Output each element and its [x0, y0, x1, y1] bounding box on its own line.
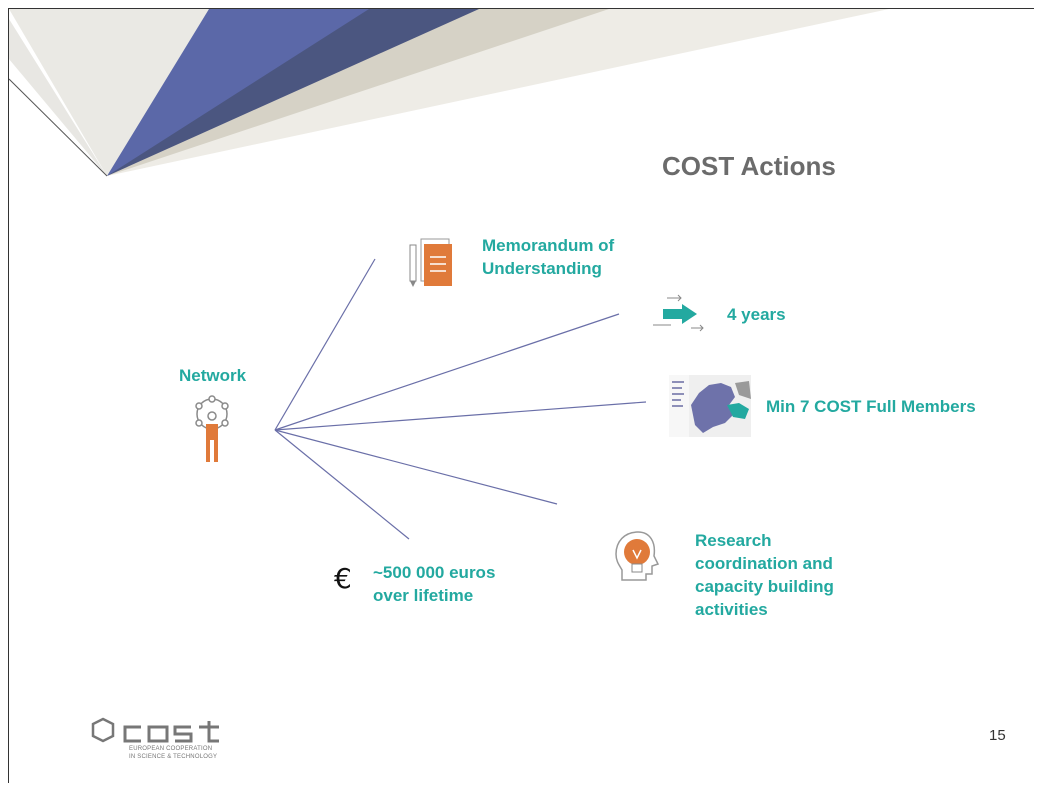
- research-line4: activities: [695, 600, 768, 619]
- europe-map-icon: [669, 375, 751, 437]
- logo-tagline: EUROPEAN COOPERATION IN SCIENCE & TECHNO…: [129, 745, 217, 761]
- slide-title: COST Actions: [662, 151, 836, 181]
- euro-icon: €: [334, 562, 352, 595]
- research-line3: capacity building: [695, 577, 834, 596]
- duration-label: 4 years: [727, 305, 786, 324]
- budget-label: ~500 000 euros over lifetime: [373, 561, 495, 607]
- connector-lines: [274, 258, 647, 540]
- mou-line1: Memorandum of: [482, 236, 615, 255]
- document-pen-icon: [409, 238, 452, 287]
- logo-line1: EUROPEAN COOPERATION: [129, 746, 213, 752]
- budget-line1: ~500 000 euros: [373, 563, 496, 582]
- research-line1: Research: [695, 531, 772, 550]
- cost-logo: [91, 717, 219, 743]
- members-label: Min 7 COST Full Members: [766, 397, 976, 416]
- page-number: 15: [989, 727, 1006, 744]
- network-label: Network: [179, 366, 247, 385]
- logo-line2: IN SCIENCE & TECHNOLOGY: [129, 754, 218, 760]
- research-line2: coordination and: [695, 554, 833, 573]
- mou-line2: Understanding: [482, 259, 602, 278]
- lightbulb-head-icon: [615, 531, 660, 581]
- budget-line2: over lifetime: [373, 586, 474, 605]
- network-person-icon: [195, 395, 229, 462]
- arrow-right-icon: [653, 294, 704, 332]
- research-label: Research coordination and capacity build…: [695, 529, 834, 621]
- mou-label: Memorandum of Understanding: [482, 234, 614, 280]
- decorative-banner: [9, 9, 889, 177]
- slide: COST Actions Network: [8, 8, 1034, 783]
